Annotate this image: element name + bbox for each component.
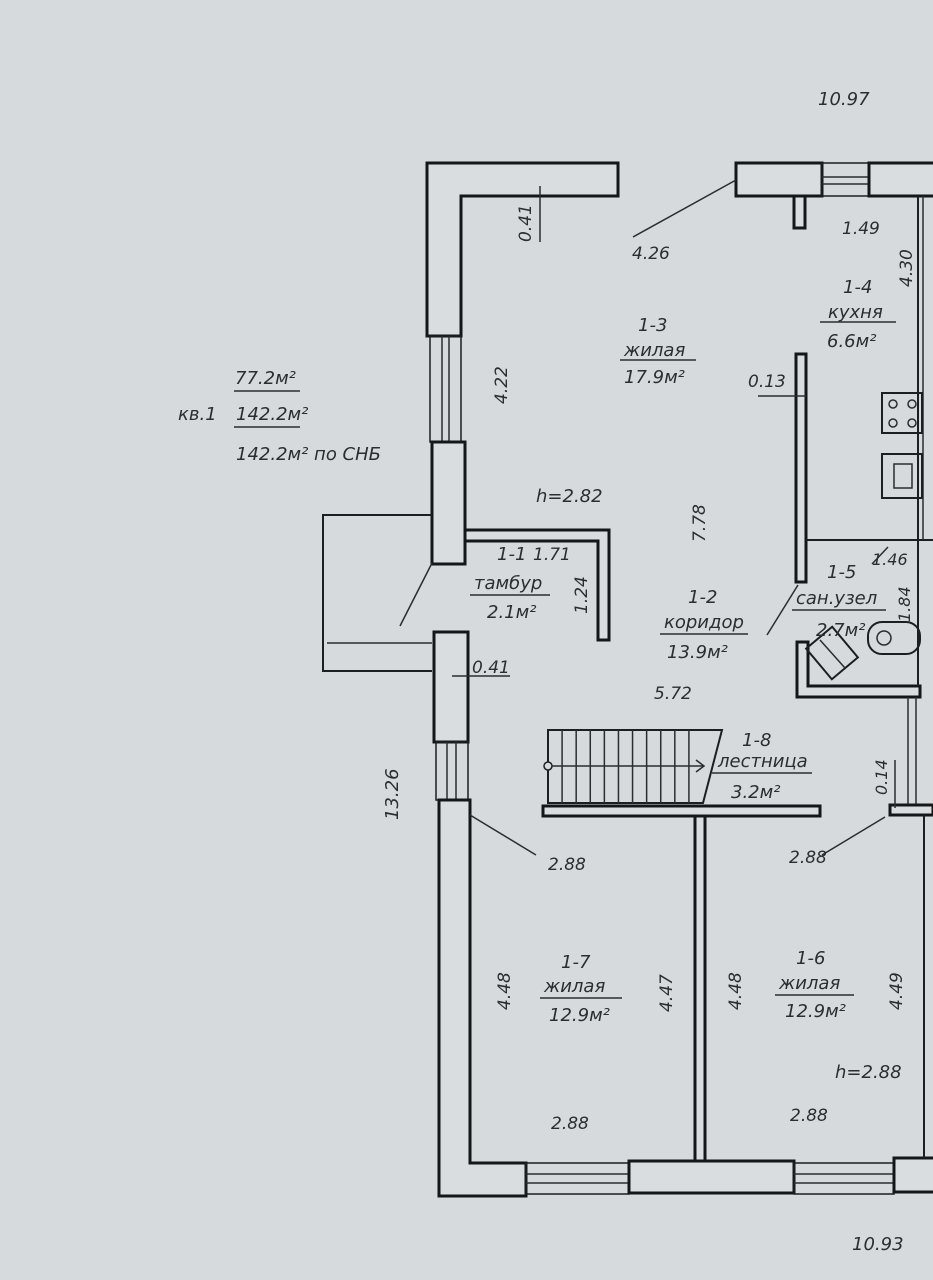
total-area-snb: 142.2м² по СНБ bbox=[236, 444, 381, 465]
stairs bbox=[543, 729, 724, 804]
ceiling-height-lower: h=2.88 bbox=[835, 1062, 902, 1083]
wall-vestibule bbox=[463, 528, 611, 642]
dim-778: 7.78 bbox=[690, 504, 710, 542]
window-left-lower bbox=[435, 741, 469, 801]
window-bottom-right bbox=[793, 1162, 895, 1195]
living-area-total: 77.2м² bbox=[235, 368, 296, 389]
room-name: жилая bbox=[623, 340, 685, 361]
stove-icon bbox=[881, 392, 923, 434]
dim-top-overall: 10.97 bbox=[818, 89, 870, 110]
area-summary: 77.2м² кв.1 142.2м² 142.2м² по СНБ bbox=[178, 368, 381, 465]
room-1-2: 1-2 коридор 13.9м² bbox=[660, 587, 748, 663]
wall-entrance-lower bbox=[432, 630, 470, 744]
room-name: жилая bbox=[778, 973, 840, 994]
wall-bathroom bbox=[795, 640, 922, 699]
room-1-7: 1-7 жилая 12.9м² bbox=[540, 952, 622, 1026]
room-area: 2.7м² bbox=[816, 620, 865, 641]
room-1-4: 1-4 кухня 6.6м² bbox=[820, 277, 896, 352]
entrance-porch bbox=[322, 514, 433, 672]
room-name: лестница bbox=[717, 751, 808, 772]
room-area: 2.1м² bbox=[487, 602, 536, 623]
ceiling-height-upper: h=2.82 bbox=[536, 486, 603, 507]
room-1-6: 1-6 жилая 12.9м² bbox=[775, 948, 854, 1022]
dim-572: 5.72 bbox=[654, 684, 692, 704]
dim-448-a: 4.48 bbox=[495, 972, 515, 1010]
room-name: кухня bbox=[828, 302, 883, 323]
dim-288-d: 2.88 bbox=[790, 1106, 828, 1126]
dim-wall-top: 0.41 bbox=[516, 204, 536, 242]
room-id: 1-2 bbox=[688, 587, 717, 608]
dim-430: 4.30 bbox=[897, 249, 917, 287]
wall-stair-partition bbox=[541, 804, 822, 818]
toilet-icon bbox=[804, 625, 860, 681]
sink-icon bbox=[881, 453, 923, 499]
wall-top-b bbox=[867, 161, 933, 198]
room-area: 13.9м² bbox=[667, 642, 728, 663]
room-1-8: 1-8 лестница 3.2м² bbox=[712, 730, 812, 803]
dim-171: 1.71 bbox=[533, 545, 571, 565]
washbasin-icon bbox=[867, 621, 921, 655]
wall-entrance-upper bbox=[430, 440, 467, 566]
dim-013: 0.13 bbox=[748, 372, 786, 392]
room-id: 1-4 bbox=[843, 277, 872, 298]
room-area: 3.2м² bbox=[731, 782, 780, 803]
wall-kitchen-left bbox=[794, 352, 808, 584]
room-id: 1-6 bbox=[796, 948, 825, 969]
dim-288-b: 2.88 bbox=[789, 848, 827, 868]
dim-149: 1.49 bbox=[842, 219, 880, 239]
room-id: 1-3 bbox=[638, 315, 667, 336]
window-top-right bbox=[821, 162, 870, 197]
window-left-upper bbox=[429, 335, 462, 443]
room-name: коридор bbox=[664, 612, 744, 633]
wall-bottom-right bbox=[892, 1156, 933, 1194]
dim-wall-mid: 0.41 bbox=[472, 658, 510, 678]
dim-448-b: 4.48 bbox=[726, 972, 746, 1010]
dim-124: 1.24 bbox=[572, 576, 592, 614]
dim-184: 1.84 bbox=[895, 586, 914, 622]
wall-stub-right bbox=[888, 803, 933, 817]
dim-bottom-overall: 10.93 bbox=[852, 1234, 904, 1255]
room-name: жилая bbox=[543, 976, 605, 997]
room-id: 1-8 bbox=[742, 730, 771, 751]
room-1-1: 1-1 тамбур 2.1м² bbox=[470, 544, 550, 623]
total-area: 142.2м² bbox=[236, 404, 308, 425]
wall-stub-top bbox=[792, 194, 807, 230]
wall-upper-left bbox=[425, 161, 620, 338]
wall-bedroom-divider bbox=[693, 814, 707, 1163]
wall-top-a bbox=[734, 161, 824, 198]
dim-288-a: 2.88 bbox=[548, 855, 586, 875]
dim-422: 4.22 bbox=[492, 366, 512, 404]
wall-bottom-middle bbox=[627, 1159, 796, 1195]
room-area: 12.9м² bbox=[549, 1005, 610, 1026]
room-area: 12.9м² bbox=[785, 1001, 846, 1022]
room-id: 1-5 bbox=[827, 562, 856, 583]
leader-426 bbox=[632, 179, 737, 238]
window-bottom-left bbox=[525, 1162, 630, 1195]
room-name: сан.узел bbox=[796, 588, 877, 609]
dim-146: 1.46 bbox=[872, 550, 908, 569]
room-area: 17.9м² bbox=[624, 367, 685, 388]
dim-left-overall: 13.26 bbox=[382, 768, 403, 820]
room-1-5: 1-5 сан.узел 2.7м² bbox=[792, 562, 886, 641]
apartment-label: кв.1 bbox=[178, 404, 217, 425]
room-name: тамбур bbox=[474, 573, 542, 594]
room-area: 6.6м² bbox=[827, 331, 876, 352]
dim-449: 4.49 bbox=[887, 972, 907, 1010]
dim-014: 0.14 bbox=[872, 759, 891, 795]
room-id: 1-1 bbox=[497, 544, 526, 565]
room-id: 1-7 bbox=[561, 952, 591, 973]
dim-288-c: 2.88 bbox=[551, 1114, 589, 1134]
room-1-3: 1-3 жилая 17.9м² bbox=[620, 315, 696, 388]
dim-447: 4.47 bbox=[657, 974, 677, 1012]
dim-426: 4.26 bbox=[632, 244, 670, 264]
